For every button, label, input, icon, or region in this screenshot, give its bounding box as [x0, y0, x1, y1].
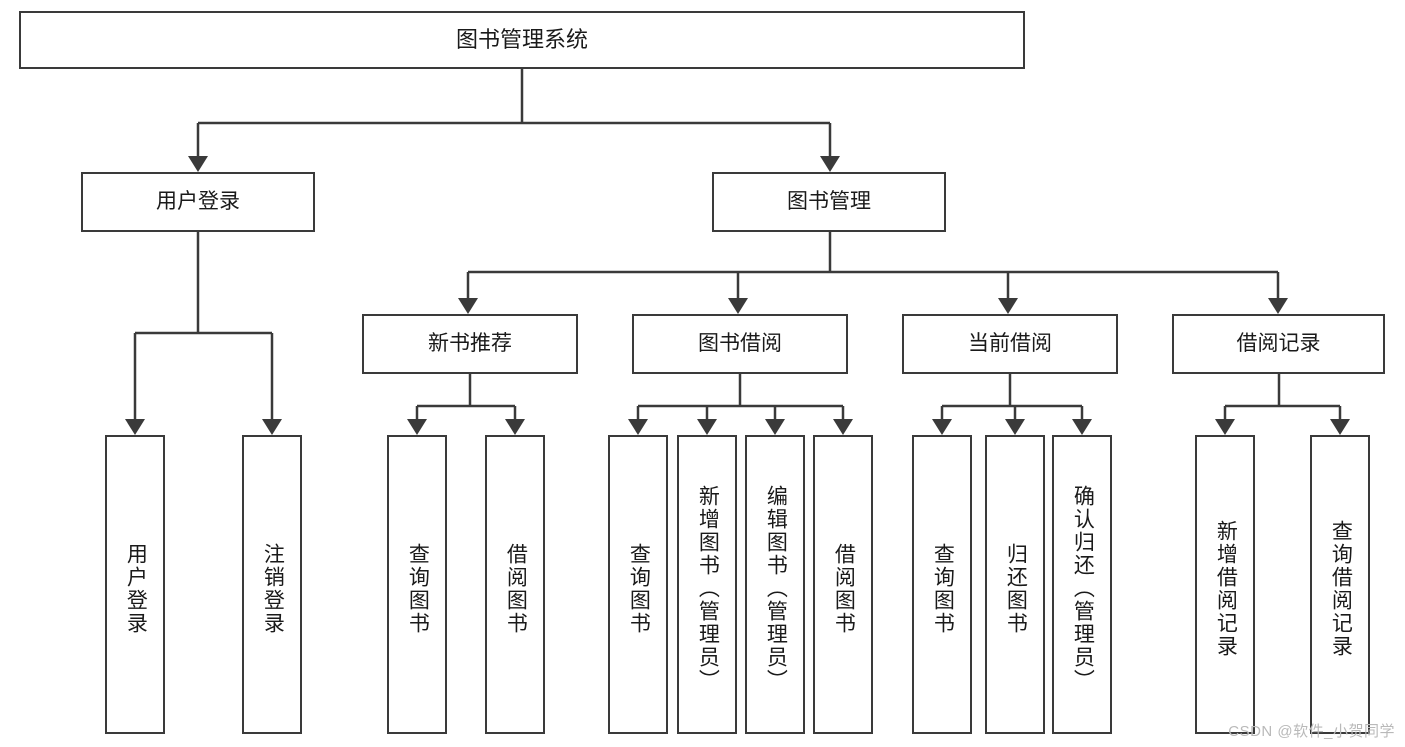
node-borrow-record-label: 借阅记录 [1236, 331, 1321, 355]
node-leaf-borrow-book-rec[interactable]: 借阅图书 [485, 435, 545, 734]
arrow-head-current-borrow [998, 298, 1018, 314]
arrow-head-leaf-borrow-book-rec [505, 419, 525, 435]
arrow-head-leaf-add-book-admin [697, 419, 717, 435]
arrow-head-leaf-user-login [125, 419, 145, 435]
arrow-head-book-borrow [728, 298, 748, 314]
node-leaf-query-book-rec-label: 查询图书 [406, 542, 430, 635]
node-leaf-query-borrow-record-label: 查询借阅记录 [1329, 519, 1353, 658]
arrow-head-leaf-query-book-borrow [628, 419, 648, 435]
node-leaf-query-book-borrow-label: 查询图书 [627, 542, 651, 635]
arrow-head-borrow-record [1268, 298, 1288, 314]
node-new-book-recommend[interactable]: 新书推荐 [362, 314, 578, 374]
node-leaf-query-book-borrow[interactable]: 查询图书 [608, 435, 668, 734]
node-leaf-borrow-book-rec-label: 借阅图书 [504, 542, 528, 635]
arrow-head-user-login [188, 156, 208, 172]
arrow-head-book-management [820, 156, 840, 172]
node-leaf-return-book[interactable]: 归还图书 [985, 435, 1045, 734]
node-leaf-add-book-admin-label: 新增图书（管理员） [696, 485, 720, 692]
node-leaf-user-logout[interactable]: 注销登录 [242, 435, 302, 734]
node-leaf-query-book-current-label: 查询图书 [931, 542, 955, 635]
node-leaf-user-logout-label: 注销登录 [261, 542, 285, 635]
node-book-borrow-label: 图书借阅 [698, 331, 782, 355]
node-book-management[interactable]: 图书管理 [712, 172, 946, 232]
node-leaf-user-login-label: 用户登录 [124, 542, 148, 635]
arrow-head-leaf-query-book-current [932, 419, 952, 435]
node-leaf-user-login[interactable]: 用户登录 [105, 435, 165, 734]
node-user-login[interactable]: 用户登录 [81, 172, 315, 232]
node-leaf-confirm-return-admin[interactable]: 确认归还（管理员） [1052, 435, 1112, 734]
node-leaf-add-borrow-record-label: 新增借阅记录 [1214, 519, 1238, 658]
node-current-borrow[interactable]: 当前借阅 [902, 314, 1118, 374]
node-leaf-return-book-label: 归还图书 [1004, 542, 1028, 635]
node-leaf-edit-book-admin[interactable]: 编辑图书（管理员） [745, 435, 805, 734]
node-leaf-borrow-book-label: 借阅图书 [832, 542, 856, 635]
arrow-head-leaf-user-logout [262, 419, 282, 435]
node-root-label: 图书管理系统 [455, 27, 588, 53]
arrow-head-leaf-add-borrow-record [1215, 419, 1235, 435]
node-current-borrow-label: 当前借阅 [968, 331, 1052, 355]
arrow-head-leaf-return-book [1005, 419, 1025, 435]
node-new-book-recommend-label: 新书推荐 [428, 331, 512, 355]
node-leaf-edit-book-admin-label: 编辑图书（管理员） [764, 485, 788, 692]
arrow-head-leaf-borrow-book [833, 419, 853, 435]
node-book-management-label: 图书管理 [787, 189, 871, 213]
node-root[interactable]: 图书管理系统 [19, 11, 1025, 69]
node-book-borrow[interactable]: 图书借阅 [632, 314, 848, 374]
node-leaf-add-borrow-record[interactable]: 新增借阅记录 [1195, 435, 1255, 734]
arrow-head-new-book-recommend [458, 298, 478, 314]
node-leaf-borrow-book[interactable]: 借阅图书 [813, 435, 873, 734]
node-leaf-confirm-return-admin-label: 确认归还（管理员） [1071, 485, 1095, 692]
node-user-login-label: 用户登录 [156, 189, 240, 213]
node-borrow-record[interactable]: 借阅记录 [1172, 314, 1385, 374]
arrow-head-leaf-query-borrow-record [1330, 419, 1350, 435]
node-leaf-query-book-current[interactable]: 查询图书 [912, 435, 972, 734]
arrow-head-leaf-confirm-return-admin [1072, 419, 1092, 435]
node-leaf-query-book-rec[interactable]: 查询图书 [387, 435, 447, 734]
node-leaf-query-borrow-record[interactable]: 查询借阅记录 [1310, 435, 1370, 734]
node-leaf-add-book-admin[interactable]: 新增图书（管理员） [677, 435, 737, 734]
arrow-head-leaf-edit-book-admin [765, 419, 785, 435]
arrow-head-leaf-query-book-rec [407, 419, 427, 435]
